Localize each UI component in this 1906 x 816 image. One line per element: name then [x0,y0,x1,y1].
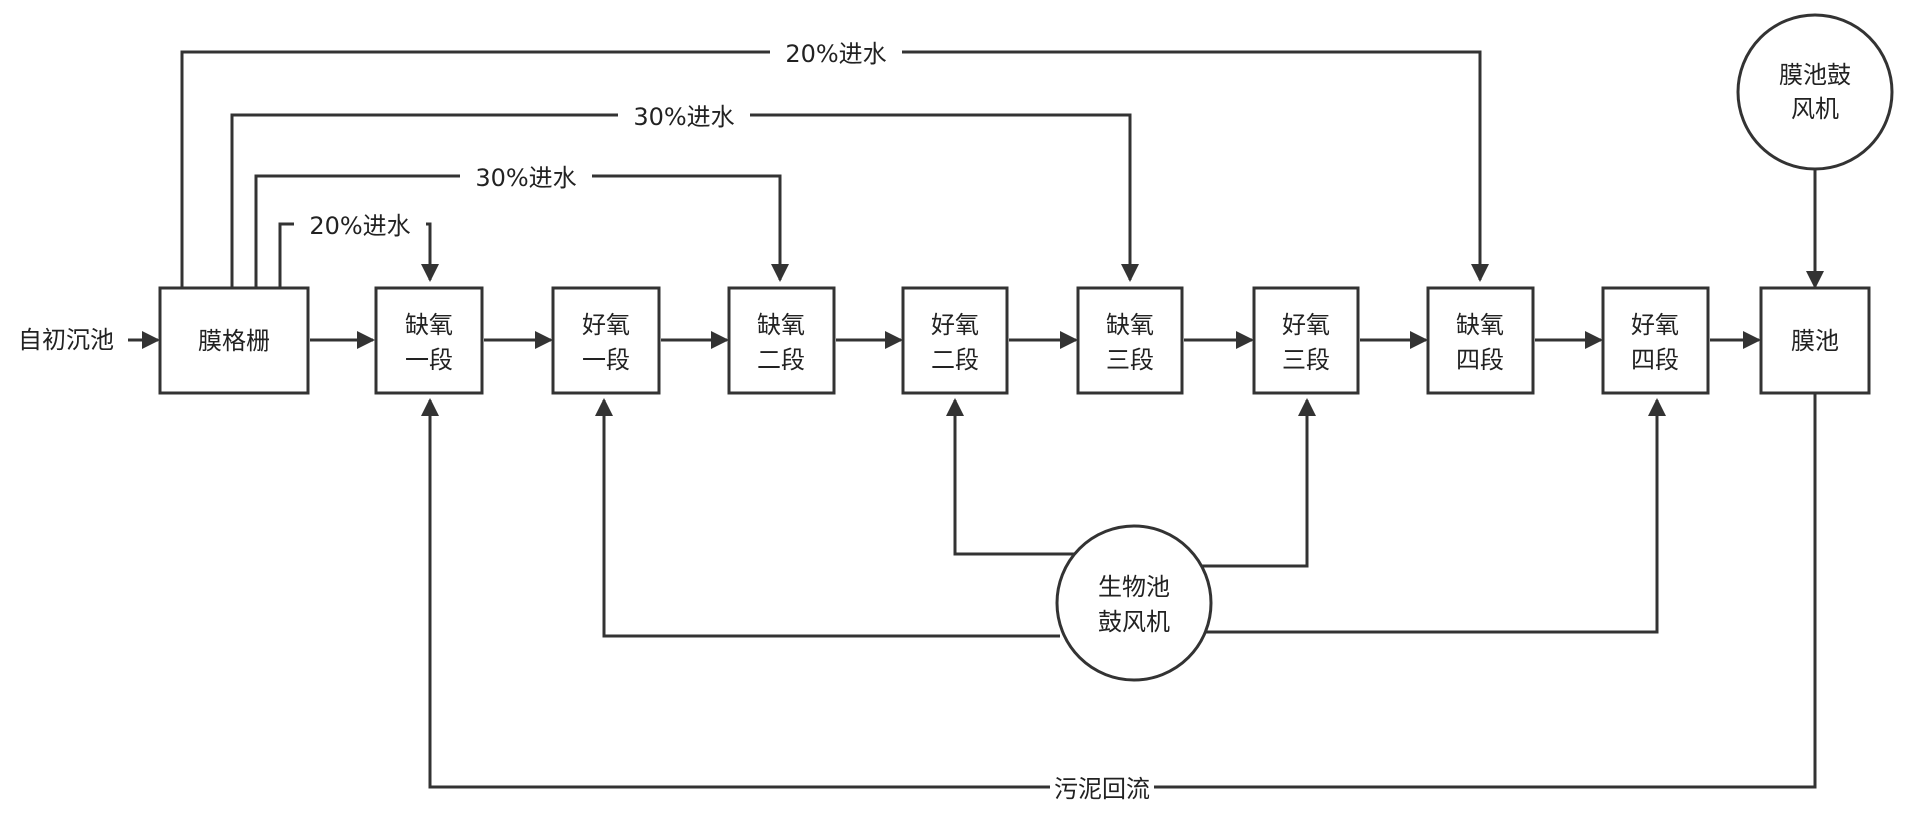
sludge-return-label: 污泥回流 [1054,775,1150,803]
inlet-label: 自初沉池 [18,326,114,354]
membrane-screen-box [158,286,310,395]
oxic-stage-4-line1: 好氧 [1631,311,1679,339]
membrane-tank-label: 膜池 [1791,327,1839,355]
air-line-oxic4 [1200,398,1666,634]
oxic-stage-1-line1: 好氧 [582,311,630,339]
feed-label-anoxic3: 30%进水 [633,103,734,131]
bio-blower-line2: 鼓风机 [1098,608,1170,636]
feed-line-anoxic4 [180,50,1489,288]
membrane-blower-line2: 风机 [1791,95,1839,123]
feed-label-anoxic4: 20%进水 [785,40,886,68]
oxic-stage-1-line2: 一段 [582,346,630,374]
oxic-stage-3-box [1252,286,1360,395]
anoxic-stage-4-line1: 缺氧 [1456,311,1504,339]
anoxic-stage-2-line1: 缺氧 [757,311,805,339]
anoxic-stage-4-line2: 四段 [1456,346,1504,374]
anoxic-stage-3-line1: 缺氧 [1106,311,1154,339]
oxic-stage-1-box [551,286,661,395]
membrane-blower-line1: 膜池鼓 [1779,61,1851,89]
membrane-blower-circle [1736,13,1894,171]
anoxic-stage-3-line2: 三段 [1106,346,1154,374]
bio-blower-line1: 生物池 [1098,573,1170,601]
anoxic-stage-4-box [1426,286,1535,395]
air-line-oxic1 [595,398,1060,638]
anoxic-stage-1-line1: 缺氧 [405,311,453,339]
oxic-stage-2-line2: 二段 [931,346,979,374]
membrane-tank-box [1759,286,1871,395]
anoxic-stage-2-box [727,286,836,395]
oxic-stage-4-box [1601,286,1710,395]
anoxic-stage-1-box [374,286,484,395]
oxic-stage-2-box [901,286,1009,395]
anoxic-stage-1-line2: 一段 [405,346,453,374]
feed-line-anoxic3 [230,113,1139,288]
air-line-oxic2 [946,398,1090,556]
membrane-screen-label: 膜格栅 [198,327,270,355]
oxic-stage-4-line2: 四段 [1631,346,1679,374]
oxic-stage-3-line1: 好氧 [1282,311,1330,339]
oxic-stage-2-line1: 好氧 [931,311,979,339]
feed-label-anoxic1: 20%进水 [309,212,410,240]
feed-label-anoxic2: 30%进水 [475,164,576,192]
bio-blower-circle [1055,524,1213,682]
oxic-stage-3-line2: 三段 [1282,346,1330,374]
anoxic-stage-3-box [1076,286,1184,395]
anoxic-stage-2-line2: 二段 [757,346,805,374]
air-line-oxic3 [1180,398,1316,568]
